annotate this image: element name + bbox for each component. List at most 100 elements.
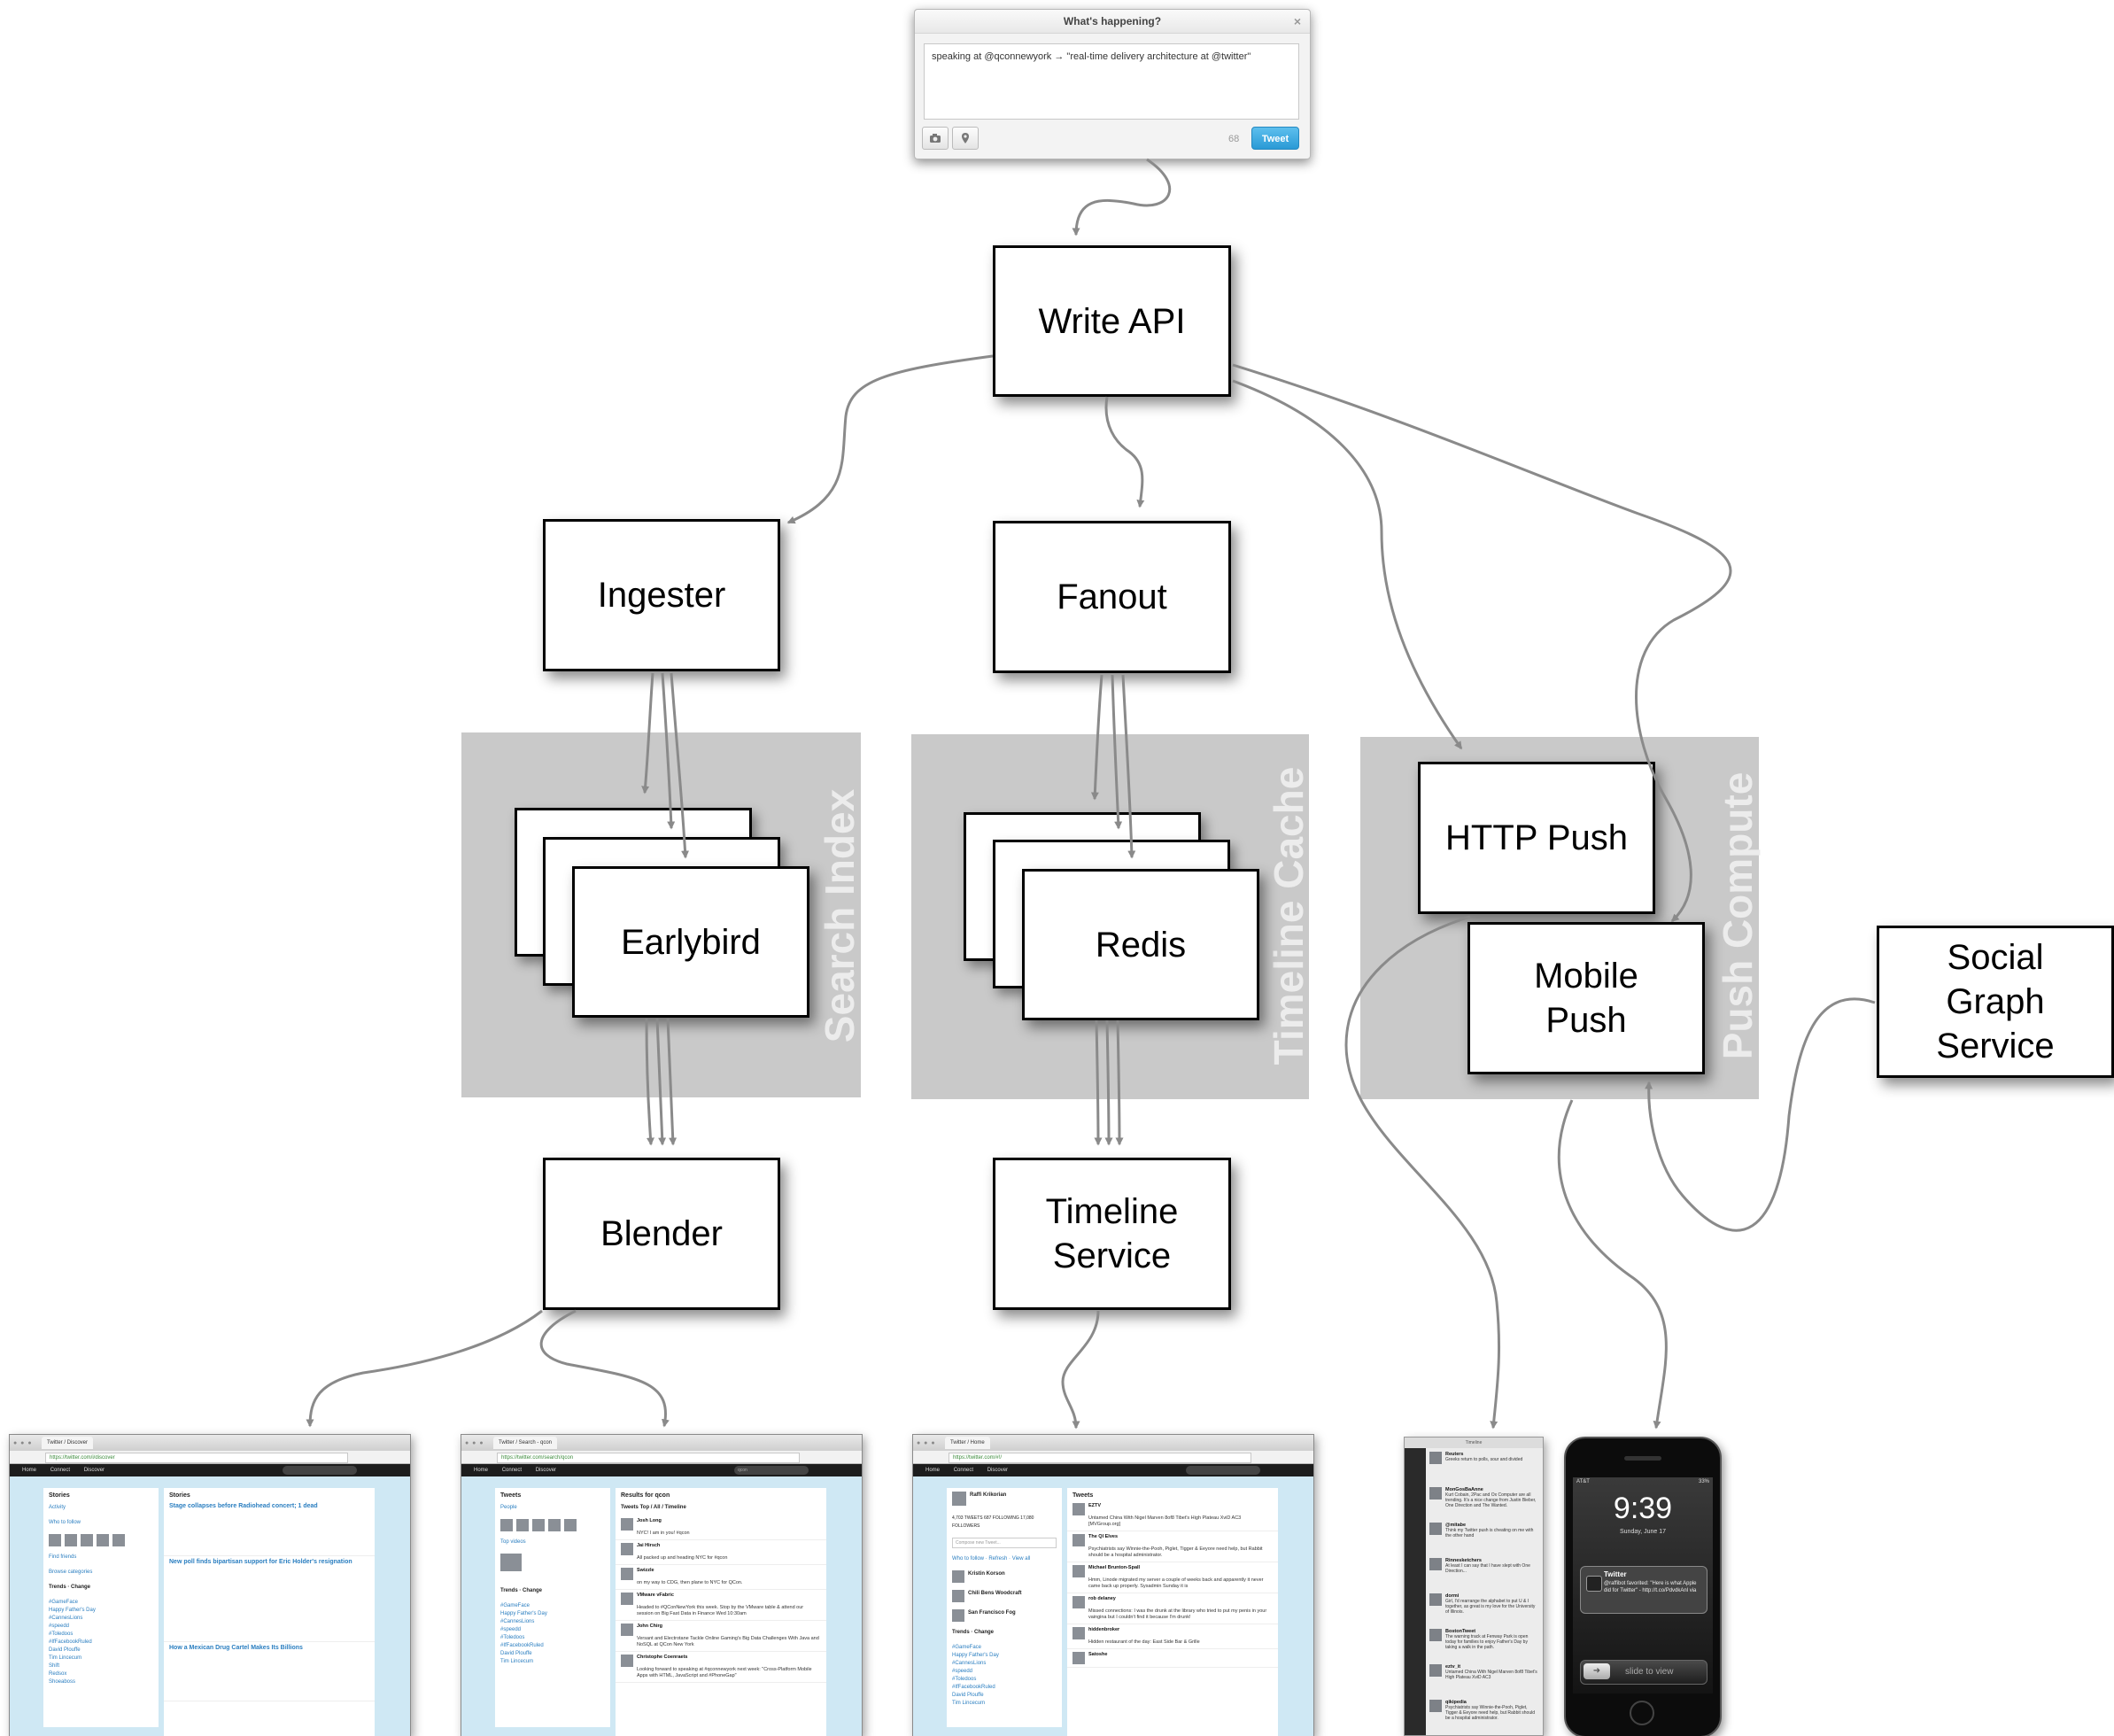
tweet-author[interactable]: eztv_it bbox=[1445, 1664, 1461, 1670]
tweet-author[interactable]: VMware vFabric bbox=[637, 1593, 674, 1598]
tweet-author[interactable]: BostonTweet bbox=[1445, 1629, 1476, 1634]
search-input[interactable] bbox=[1186, 1466, 1260, 1475]
tweet-author[interactable]: Reuters bbox=[1445, 1452, 1464, 1457]
profile-name[interactable]: Raffi Krikorian bbox=[970, 1492, 1007, 1498]
sidebar-link[interactable]: Browse categories bbox=[49, 1569, 93, 1575]
story-headline[interactable]: How a Mexican Drug Cartel Makes Its Bill… bbox=[169, 1645, 303, 1651]
sidebar-link[interactable]: Top videos bbox=[500, 1539, 526, 1545]
tweet-author[interactable]: Rinnesketchers bbox=[1445, 1558, 1482, 1563]
suggestion-name[interactable]: Kristin Korson bbox=[968, 1571, 1005, 1577]
trend-item[interactable]: David Plouffe bbox=[500, 1651, 532, 1656]
location-pin-icon[interactable] bbox=[952, 127, 979, 150]
node-timeline-service[interactable]: Timeline Service bbox=[993, 1158, 1231, 1310]
follow-suggestion[interactable]: Kristin Korson bbox=[947, 1567, 1062, 1586]
node-fanout[interactable]: Fanout bbox=[993, 521, 1231, 673]
node-redis[interactable]: Redis bbox=[1022, 869, 1259, 1020]
nav-connect[interactable]: Connect bbox=[501, 1468, 523, 1473]
suggestion-name[interactable]: Chili Bens Woodcraft bbox=[968, 1591, 1022, 1596]
trend-item[interactable]: #Toledoos bbox=[49, 1631, 74, 1637]
nav-home[interactable]: Home bbox=[925, 1468, 941, 1473]
trend-item[interactable]: #CannesLions bbox=[952, 1661, 987, 1666]
window-controls-icon[interactable]: ● ● ● bbox=[13, 1440, 33, 1446]
browser-tab[interactable]: Twitter / Home bbox=[945, 1437, 990, 1449]
trend-item[interactable]: #GameFace bbox=[952, 1645, 982, 1650]
browser-tab[interactable]: Twitter / Discover bbox=[42, 1437, 94, 1449]
trend-item[interactable]: Tim Lincecum bbox=[500, 1659, 534, 1664]
tweet-author[interactable]: EZTV bbox=[1088, 1503, 1102, 1508]
trend-item[interactable]: #CannesLions bbox=[49, 1616, 83, 1621]
slider-arrow-icon[interactable]: ➜ bbox=[1584, 1663, 1610, 1679]
node-earlybird[interactable]: Earlybird bbox=[572, 866, 809, 1018]
tweet-author[interactable]: Christophe Coenraets bbox=[637, 1655, 688, 1660]
tweet-author[interactable]: Satoshe bbox=[1088, 1652, 1108, 1657]
trend-item[interactable]: #speedd bbox=[500, 1627, 522, 1632]
compose-tweet-input[interactable]: Compose new Tweet... bbox=[952, 1538, 1057, 1548]
trend-item[interactable]: #IfFacebookRuled bbox=[49, 1639, 92, 1645]
browser-tab[interactable]: Twitter / Search - qcon bbox=[493, 1437, 558, 1449]
trend-item[interactable]: #Toledoos bbox=[952, 1677, 977, 1682]
trend-item[interactable]: Tim Lincecum bbox=[49, 1655, 82, 1661]
stat-tweets[interactable]: 4,703 TWEETS bbox=[952, 1515, 983, 1521]
trend-item[interactable]: David Plouffe bbox=[952, 1693, 984, 1698]
trend-item[interactable]: Happy Father's Day bbox=[500, 1611, 547, 1616]
node-ingester[interactable]: Ingester bbox=[543, 519, 780, 671]
tweet-author[interactable]: hiddenbroker bbox=[1088, 1627, 1120, 1632]
sidebar-link[interactable]: Activity bbox=[49, 1505, 66, 1510]
tweet-button[interactable]: Tweet bbox=[1251, 127, 1299, 150]
nav-home[interactable]: Home bbox=[474, 1468, 489, 1473]
camera-icon[interactable] bbox=[922, 127, 949, 150]
trend-item[interactable]: #CannesLions bbox=[500, 1619, 535, 1624]
tweet-author[interactable]: Michael Brunton-Spall bbox=[1088, 1565, 1141, 1570]
trend-item[interactable]: Happy Father's Day bbox=[49, 1608, 96, 1613]
node-http-push[interactable]: HTTP Push bbox=[1418, 762, 1655, 914]
nav-connect[interactable]: Connect bbox=[50, 1468, 71, 1473]
trend-item[interactable]: Shift bbox=[49, 1663, 60, 1669]
trend-item[interactable]: #speedd bbox=[952, 1669, 973, 1674]
tweet-author[interactable]: rob delaney bbox=[1088, 1596, 1116, 1601]
address-bar[interactable]: https://twitter.com/#!/ bbox=[949, 1453, 1251, 1463]
push-notification[interactable]: Twitter @raffibot favorited: "Here is wh… bbox=[1580, 1566, 1707, 1614]
results-filters[interactable]: Tweets Top / All / Timeline bbox=[621, 1505, 686, 1510]
nav-connect[interactable]: Connect bbox=[953, 1468, 974, 1473]
nav-home[interactable]: Home bbox=[22, 1468, 37, 1473]
follow-suggestion[interactable]: Chili Bens Woodcraft bbox=[947, 1586, 1062, 1606]
tweet-author[interactable]: @mitabe bbox=[1445, 1523, 1467, 1528]
stat-following[interactable]: 687 FOLLOWING bbox=[984, 1515, 1019, 1521]
trend-item[interactable]: David Plouffe bbox=[49, 1647, 81, 1653]
trend-item[interactable]: Happy Father's Day bbox=[952, 1653, 999, 1658]
trend-item[interactable]: Shoeaboss bbox=[49, 1679, 76, 1685]
trend-item[interactable]: #speedd bbox=[49, 1624, 70, 1629]
node-write-api[interactable]: Write API bbox=[993, 245, 1231, 397]
close-icon[interactable]: × bbox=[1293, 14, 1301, 28]
tweet-author[interactable]: qikipedia bbox=[1445, 1700, 1467, 1705]
address-bar[interactable]: https://twitter.com/i/discover bbox=[45, 1453, 348, 1463]
tweet-row[interactable]: Satoshe bbox=[1067, 1649, 1278, 1668]
tweet-author[interactable]: MonGosBaAnne bbox=[1445, 1487, 1483, 1492]
story-headline[interactable]: New poll finds bipartisan support for Er… bbox=[169, 1559, 352, 1565]
sidebar-link[interactable]: Who to follow bbox=[49, 1520, 81, 1525]
story-headline[interactable]: Stage collapses before Radiohead concert… bbox=[169, 1503, 318, 1509]
stat-followers[interactable]: 17,080 FOLLOWERS bbox=[952, 1515, 1034, 1529]
tweet-author[interactable]: Swizzle bbox=[637, 1568, 654, 1573]
window-controls-icon[interactable]: ● ● ● bbox=[917, 1440, 936, 1446]
suggestion-name[interactable]: San Francisco Fog bbox=[968, 1610, 1016, 1616]
address-bar[interactable]: https://twitter.com/search/qcon bbox=[497, 1453, 800, 1463]
trend-item[interactable]: #IfFacebookRuled bbox=[952, 1685, 995, 1690]
tweet-author[interactable]: John Chirg bbox=[637, 1624, 663, 1629]
trend-item[interactable]: Redsox bbox=[49, 1671, 67, 1677]
